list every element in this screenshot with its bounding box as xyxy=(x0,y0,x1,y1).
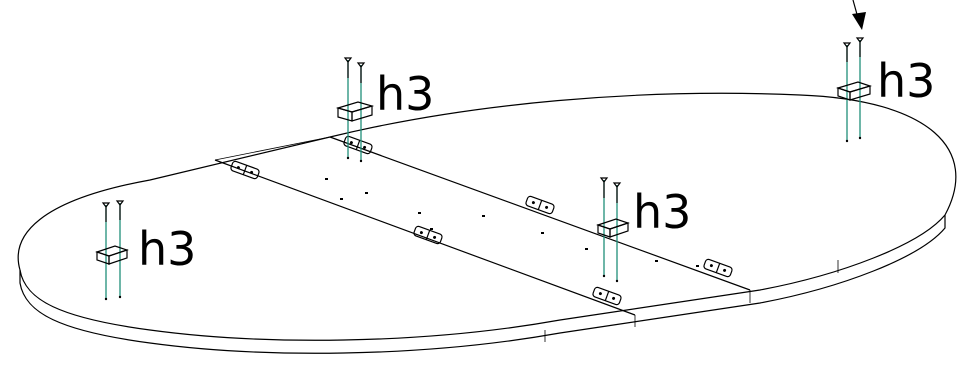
leaf-seams xyxy=(214,136,751,316)
spacer-block-icon xyxy=(836,81,872,101)
hinge-icon xyxy=(230,160,260,180)
screw-icon xyxy=(343,57,353,78)
h3-label-center-right: h3 xyxy=(633,185,691,239)
hinge-icon xyxy=(413,225,443,245)
seam-left xyxy=(214,159,636,316)
screw-icon xyxy=(599,177,609,198)
block-assembly-center-right xyxy=(596,177,630,283)
screw-icon xyxy=(356,62,366,83)
screw-icon xyxy=(855,37,865,57)
screw-icon xyxy=(612,182,622,203)
down-arrow-icon xyxy=(852,0,866,30)
seam-inner-a xyxy=(214,136,331,161)
hinge-icon xyxy=(592,286,622,306)
h3-label-top-center: h3 xyxy=(376,67,434,121)
spacer-block-icon xyxy=(596,218,630,238)
hinge-icon xyxy=(343,135,373,155)
block-assembly-top-right xyxy=(836,37,872,143)
block-assembly-left xyxy=(95,200,129,301)
screw-icon xyxy=(115,200,125,220)
dowel-marks xyxy=(325,178,699,267)
hinge-icon xyxy=(525,195,555,215)
spacer-block-icon xyxy=(335,101,375,122)
hinge-icon xyxy=(703,258,733,278)
table-top xyxy=(17,92,957,354)
screw-icon xyxy=(101,202,111,222)
spacer-block-icon xyxy=(95,245,129,265)
screw-icon xyxy=(842,42,852,62)
h3-label-top-right: h3 xyxy=(877,54,935,108)
seam-middle xyxy=(329,136,751,291)
block-assembly-top-center xyxy=(335,57,375,163)
h3-label-left: h3 xyxy=(138,222,196,276)
hinges xyxy=(230,135,733,306)
